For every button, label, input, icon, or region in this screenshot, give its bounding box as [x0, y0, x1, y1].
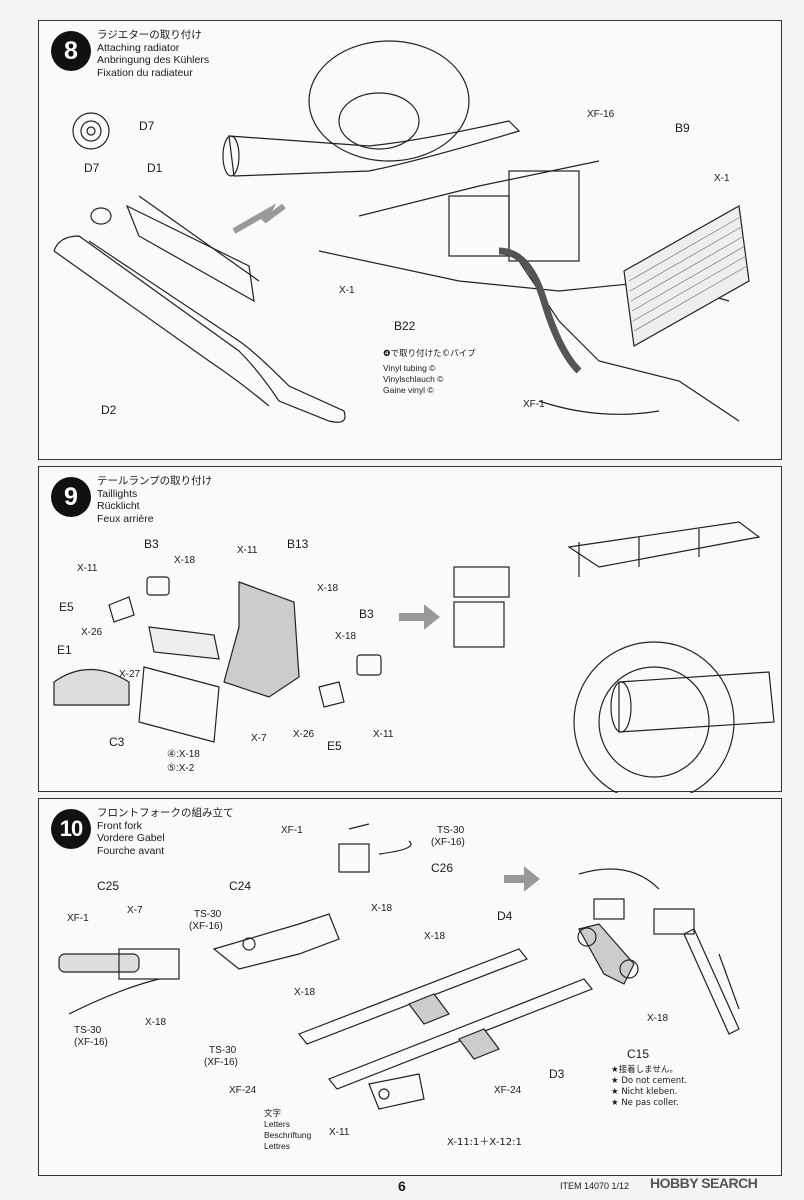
paint-label: XF-16	[587, 109, 615, 120]
paint-label: TS-30	[209, 1045, 237, 1056]
part-label: X-18	[424, 931, 446, 942]
note-fr: ★ Ne pas coller.	[611, 1098, 679, 1108]
taillight-illustration	[53, 521, 775, 793]
part-label: C15	[627, 1047, 650, 1061]
paint-label: XF-1	[67, 913, 89, 924]
note-en: ★ Do not cement.	[611, 1076, 688, 1086]
screw-note: ④:X-18	[167, 749, 200, 760]
paint-label: XF-24	[229, 1085, 257, 1096]
paint-label: TS-30	[194, 909, 222, 920]
part-label: D7	[84, 161, 100, 175]
part-label: B9	[675, 121, 690, 135]
letters-jp: 文字	[264, 1109, 282, 1119]
part-label: C26	[431, 861, 454, 875]
step-number: 10	[51, 809, 91, 849]
paint-label: (XF-16)	[189, 921, 223, 932]
watermark-logo: HOBBY SEARCH	[650, 1175, 758, 1191]
part-label: X-18	[294, 987, 316, 998]
step-title: フロントフォークの組み立て Front fork Vordere Gabel F…	[97, 807, 234, 857]
part-label: X-11	[77, 563, 98, 574]
title-de: Rücklicht	[97, 500, 140, 512]
part-label: D3	[549, 1067, 565, 1081]
part-label: X-1	[714, 173, 730, 184]
letters-fr: Lettres	[264, 1141, 290, 1151]
part-label: D7	[139, 119, 155, 133]
part-label: X-27	[119, 669, 141, 680]
paint-label: XF-1	[281, 825, 303, 836]
paint-label: TS-30	[437, 825, 465, 836]
title-jp: テールランプの取り付け	[97, 475, 213, 487]
part-label: B3	[359, 607, 374, 621]
part-label: X-18	[335, 631, 357, 642]
step-title: ラジエターの取り付け Attaching radiator Anbringung…	[97, 29, 209, 79]
part-label: X-26	[81, 627, 103, 638]
title-fr: Fourche avant	[97, 844, 165, 857]
part-label: X-26	[293, 729, 315, 740]
tubing-note-de: Vinylschlauch ©	[383, 374, 444, 384]
part-label: X-18	[174, 555, 196, 566]
part-label: X-18	[317, 583, 339, 594]
paint-label: TS-30	[74, 1025, 102, 1036]
title-en: Attaching radiator	[97, 41, 180, 54]
title-jp: ラジエターの取り付け	[97, 29, 202, 41]
paint-label: (XF-16)	[204, 1057, 238, 1068]
note-de: ★ Nicht kleben.	[611, 1087, 678, 1097]
part-label: D1	[147, 161, 163, 175]
part-label: X-1	[339, 285, 355, 296]
part-label: C3	[109, 735, 125, 749]
part-label: D2	[101, 403, 117, 417]
part-label: C25	[97, 879, 120, 893]
part-label: E5	[59, 600, 74, 614]
title-fr: Fixation du radiateur	[97, 66, 193, 79]
part-label: C24	[229, 879, 252, 893]
part-label: X-11	[373, 729, 394, 740]
tubing-note-en: Vinyl tubing ©	[383, 363, 436, 373]
part-label: X-18	[647, 1013, 669, 1024]
part-label: D4	[497, 909, 513, 923]
title-jp: フロントフォークの組み立て	[97, 807, 234, 819]
paint-label: (XF-16)	[431, 837, 465, 848]
step-title: テールランプの取り付け Taillights Rücklicht Feux ar…	[97, 475, 212, 525]
front-fork-illustration	[58, 823, 740, 1110]
step-9-panel: 9 テールランプの取り付け Taillights Rücklicht Feux …	[38, 466, 782, 793]
tubing-note-fr: Gaine vinyl ©	[383, 385, 434, 395]
title-fr: Feux arrière	[97, 512, 154, 525]
part-label: B22	[394, 319, 416, 333]
paint-label: XF-1	[523, 399, 545, 410]
step-8-panel: 8 ラジエターの取り付け Attaching radiator Anbringu…	[38, 20, 782, 460]
tubing-note-jp: ❹で取り付けた©パイプ	[383, 349, 476, 359]
title-de: Vordere Gabel	[97, 832, 165, 844]
page-number: 6	[398, 1178, 406, 1194]
step-number: 9	[51, 477, 91, 517]
part-label: B13	[287, 537, 309, 551]
part-label: X-7	[127, 905, 143, 916]
part-label: E5	[327, 739, 342, 753]
part-label: E1	[57, 643, 72, 657]
part-label: X-18	[145, 1017, 167, 1028]
item-number: ITEM 14070 1/12	[560, 1181, 630, 1191]
step-10-panel: 10 フロントフォークの組み立て Front fork Vordere Gabe…	[38, 798, 782, 1176]
paint-label: XF-24	[494, 1085, 522, 1096]
part-label: X-11:1＋X-12:1	[447, 1137, 522, 1148]
part-label: X-11	[237, 545, 258, 556]
part-label: B3	[144, 537, 159, 551]
part-label: X-11	[329, 1127, 350, 1138]
part-label: X-18	[371, 903, 393, 914]
screw-note: ⑤:X-2	[167, 763, 195, 774]
title-en: Front fork	[97, 819, 142, 832]
step-number: 8	[51, 31, 91, 71]
title-de: Anbringung des Kühlers	[97, 54, 210, 66]
letters-de: Beschriftung	[264, 1130, 312, 1140]
radiator-illustration	[53, 40, 750, 423]
part-label: X-7	[251, 733, 267, 744]
note-jp: ★接着しません。	[611, 1065, 678, 1075]
title-en: Taillights	[97, 487, 138, 500]
letters-en: Letters	[264, 1119, 290, 1129]
paint-label: (XF-16)	[74, 1037, 108, 1048]
